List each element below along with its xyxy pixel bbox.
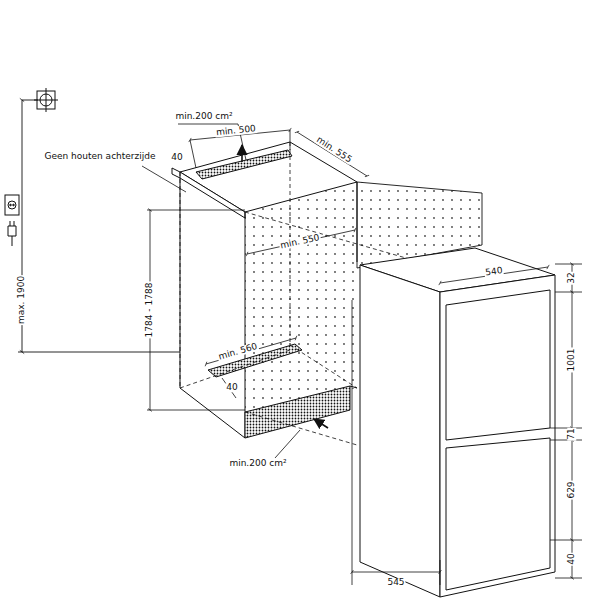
airflow-arrows [242, 145, 328, 428]
dimension-label: 71 [567, 427, 576, 440]
plinth-vent [245, 386, 350, 438]
dimension-label: 629 [567, 480, 576, 499]
dimension-label: max. 1900 [17, 275, 26, 325]
dimension-label: min. 555 [314, 135, 354, 166]
dimension-label: 1784 - 1788 [145, 282, 154, 339]
dimension-label: 40 [225, 383, 238, 392]
dimension-label: min. 500 [215, 124, 258, 138]
dimension-label: 40 [567, 552, 576, 565]
electric-symbols [5, 88, 58, 246]
dimension-label: 540 [484, 266, 504, 278]
plug-socket-symbol [5, 195, 19, 215]
dimension-label: 32 [567, 271, 576, 284]
appliance-dimensions [352, 264, 582, 585]
top-vent [196, 150, 292, 179]
fridge-door [446, 290, 550, 440]
vent-area-label: min.200 cm² [228, 459, 287, 468]
niche-cabinet [172, 142, 357, 438]
dimension-label: 40 [170, 153, 183, 162]
dimension-label: min. 550 [279, 233, 322, 251]
niche-dimensions [142, 124, 367, 458]
freezer-door [446, 438, 550, 590]
vent-area-label: min.200 cm² [174, 112, 233, 121]
plug-symbol [8, 221, 16, 246]
dimension-label: min. 560 [217, 342, 260, 363]
appliance-front [440, 275, 555, 597]
appliance-side [360, 265, 440, 597]
max-height-dimension [18, 100, 180, 352]
dimension-label: 545 [386, 578, 405, 587]
appliance [360, 248, 555, 597]
note-label: Geen houten achterzijde [43, 152, 156, 161]
dimension-label: 1001 [567, 348, 576, 373]
